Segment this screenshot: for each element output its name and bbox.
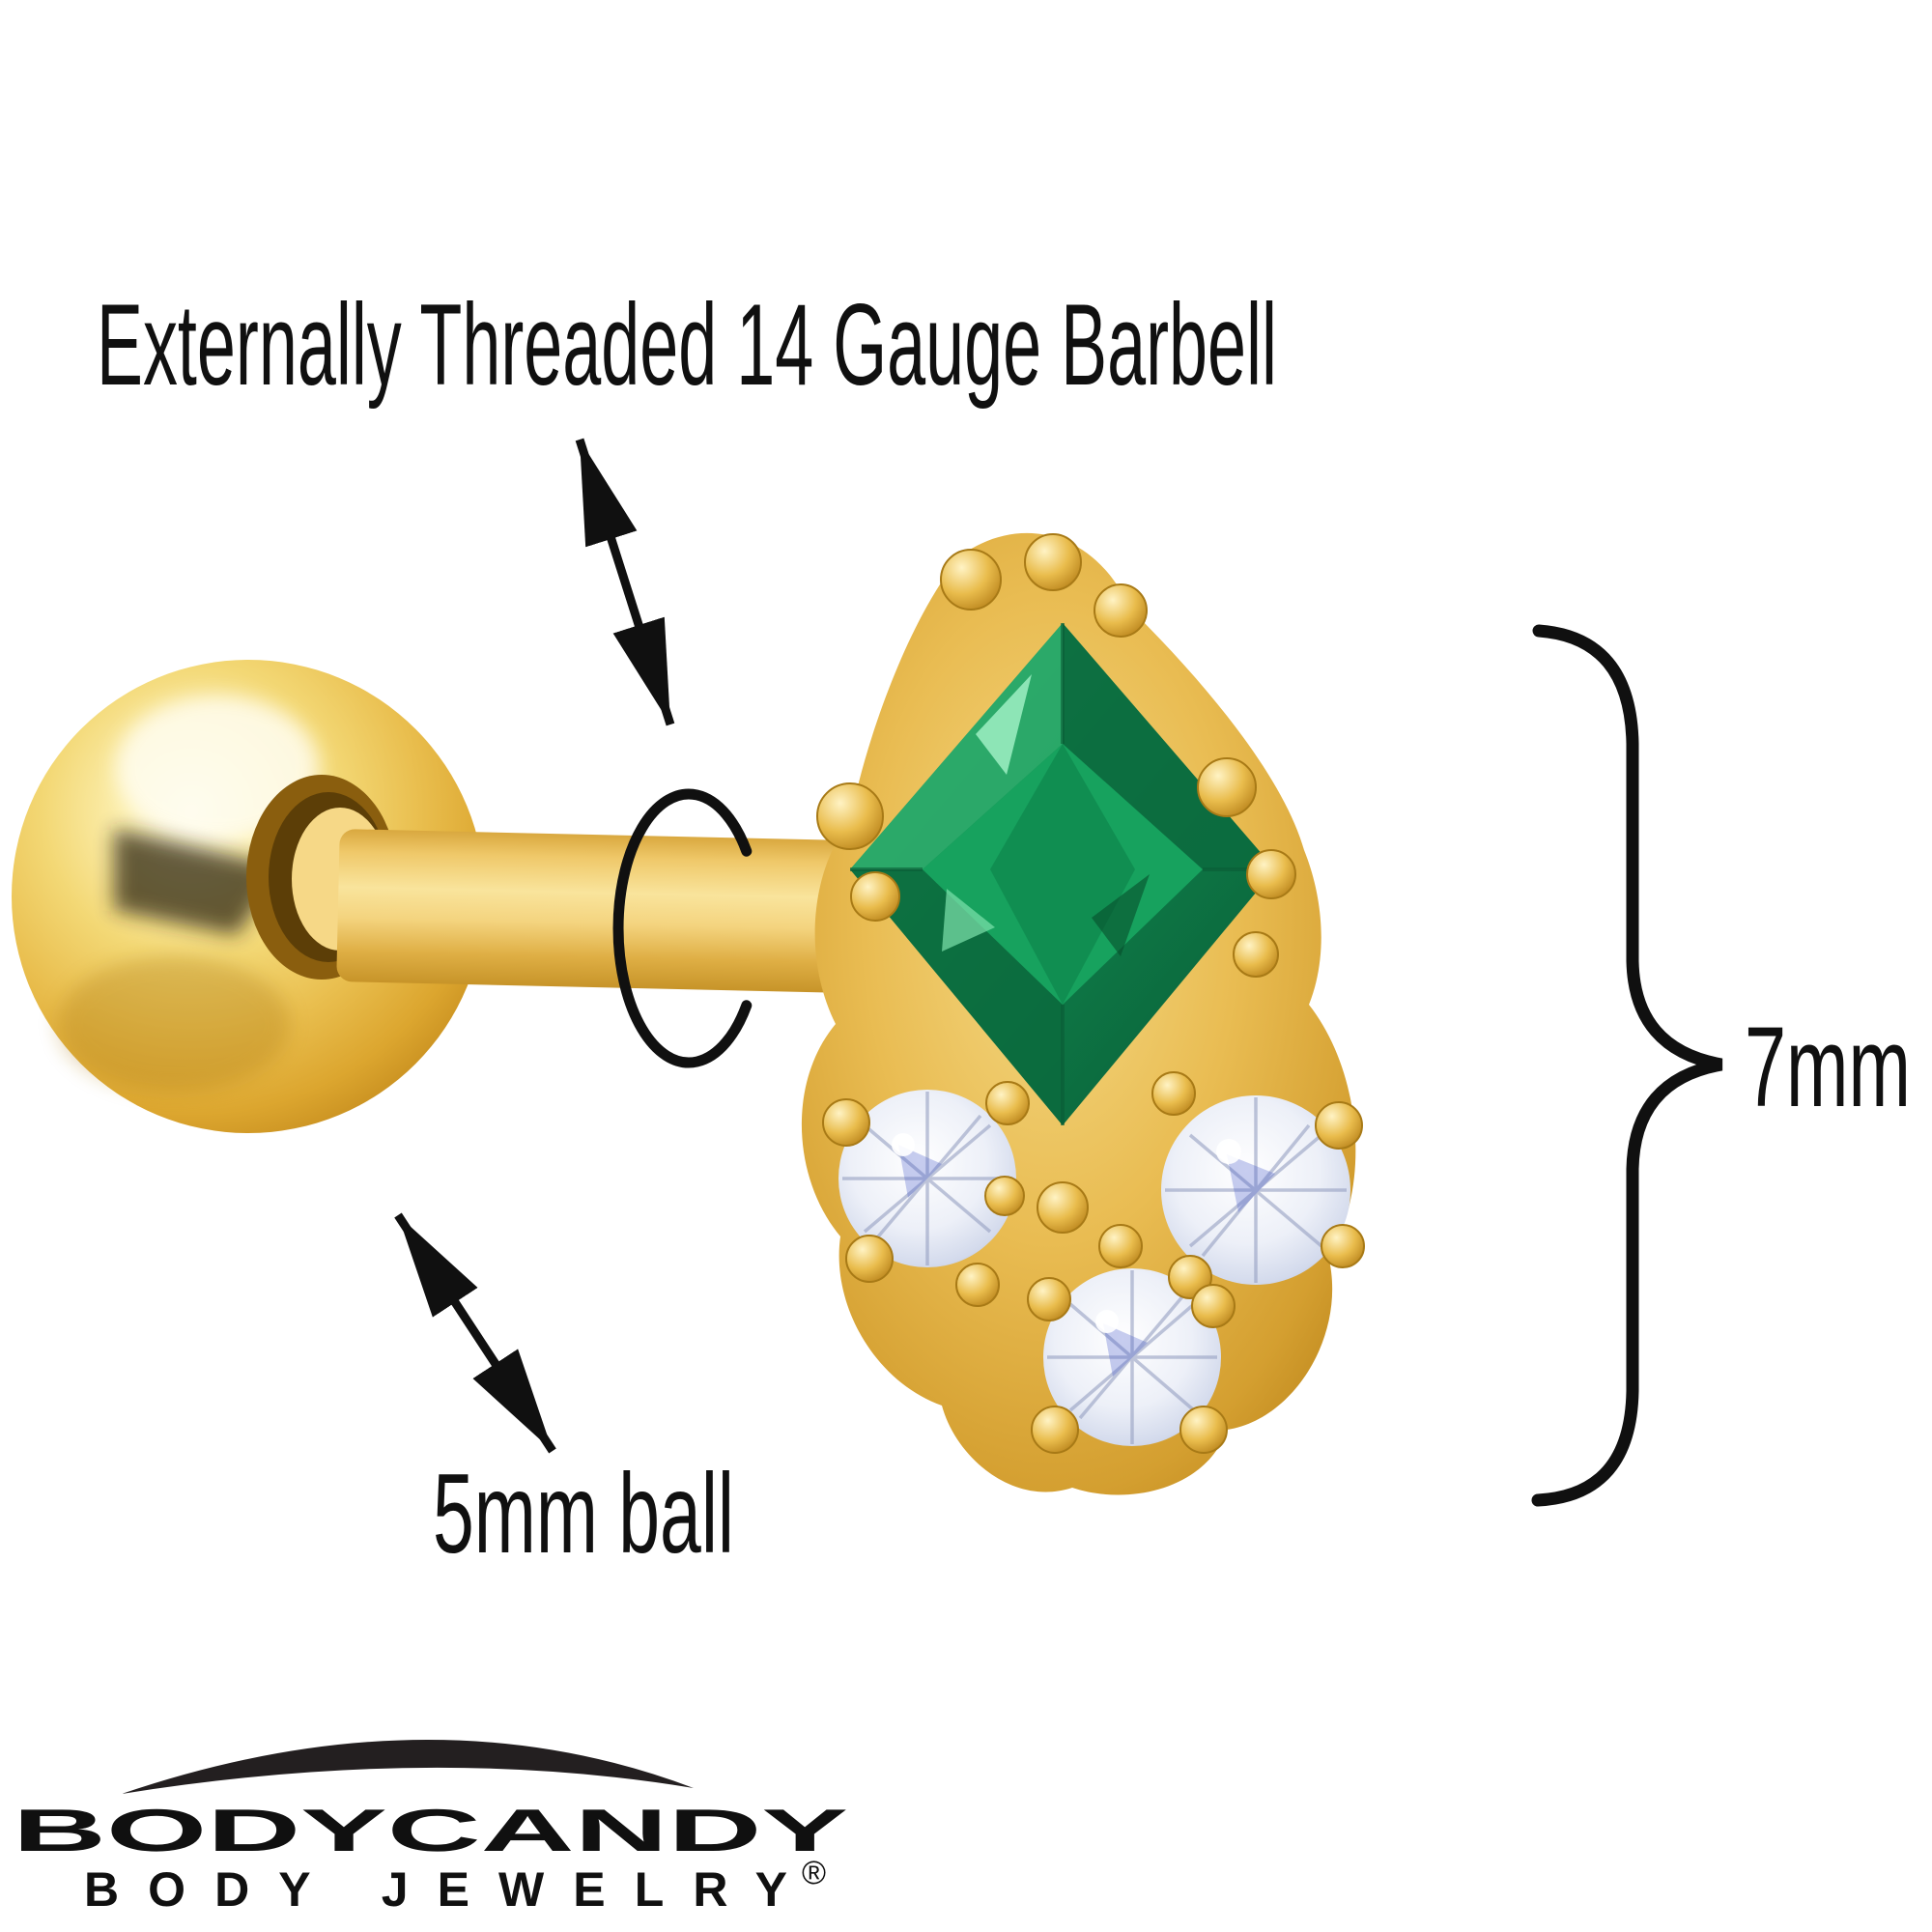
logo-tagline: BODY JEWELRY <box>84 1862 787 1917</box>
height-brace-icon <box>1531 624 1723 1507</box>
shaft-circle-icon <box>612 788 753 1068</box>
cz-gem <box>1161 1095 1350 1285</box>
gem-height-label: 7mm <box>1745 1004 1911 1131</box>
bodycandy-logo: BODYCANDY BODY JEWELRY ® <box>13 1739 848 1917</box>
logo-brand: BODYCANDY <box>13 1798 848 1864</box>
logo-swoosh-icon <box>122 1739 694 1794</box>
ball-arrow-icon <box>394 1212 556 1454</box>
cz-gem <box>838 1090 1016 1267</box>
cz-gem <box>1043 1268 1221 1446</box>
barbell-gauge-label: Externally Threaded 14 Gauge Barbell <box>97 280 1277 410</box>
ball-size-label: 5mm ball <box>433 1450 734 1577</box>
registered-mark: ® <box>802 1855 826 1891</box>
barbell-arrow-icon <box>575 438 675 726</box>
gem-cluster <box>801 532 1365 1495</box>
green-gem <box>850 623 1275 1125</box>
prong-beads <box>816 533 1365 1454</box>
